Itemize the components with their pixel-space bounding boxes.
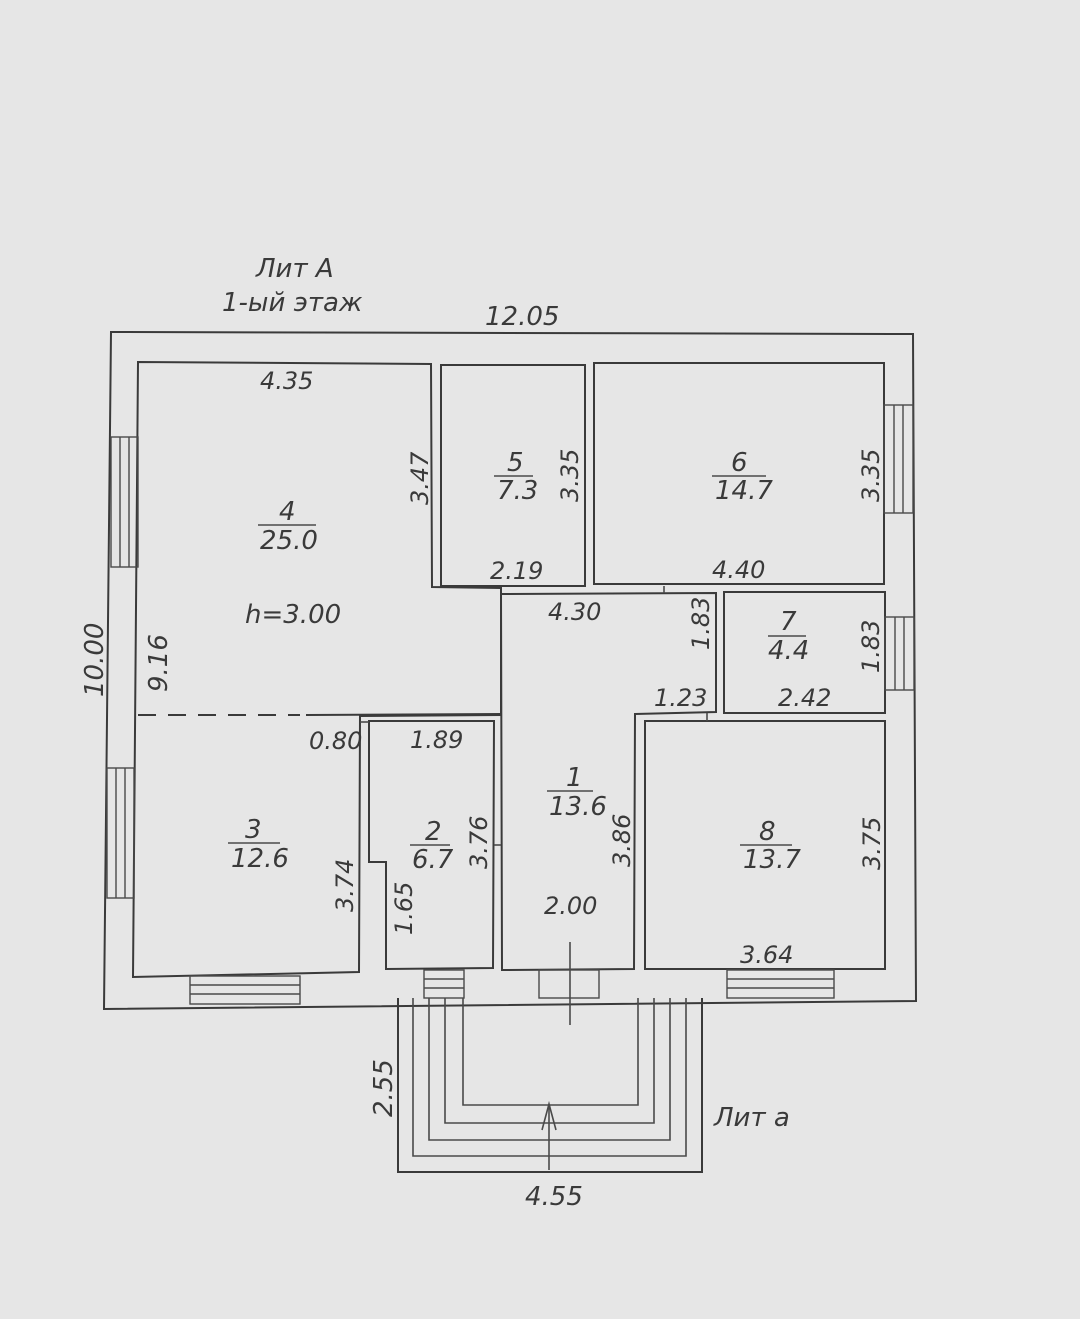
room-7-width: 2.42 bbox=[778, 684, 831, 712]
room-1-width: 2.00 bbox=[544, 892, 597, 920]
porch-width: 4.55 bbox=[525, 1182, 583, 1212]
room-7-area: 4.4 bbox=[768, 636, 809, 666]
porch-steps bbox=[397, 998, 703, 1173]
room-5-area: 7.3 bbox=[497, 476, 538, 506]
inner-height-label: 9.16 bbox=[144, 634, 174, 692]
room-2-outline bbox=[368, 720, 496, 971]
entry-arrow bbox=[541, 1100, 557, 1170]
room-4-3-outline bbox=[131, 360, 502, 979]
room-7-number: 7 bbox=[780, 607, 797, 637]
room-2-niche: 1.65 bbox=[390, 882, 418, 935]
hall-right-height: 1.83 bbox=[687, 597, 715, 650]
room-6-number: 6 bbox=[731, 448, 748, 478]
room-4-number: 4 bbox=[279, 497, 296, 527]
room-6-height: 3.35 bbox=[857, 449, 885, 502]
room-2-height: 3.76 bbox=[465, 816, 493, 869]
room-2-area: 6.7 bbox=[412, 845, 454, 875]
entry-door bbox=[538, 942, 600, 1025]
room-5-width: 2.19 bbox=[490, 557, 543, 585]
room-6-width: 4.40 bbox=[712, 556, 765, 584]
room-3-area: 12.6 bbox=[231, 844, 289, 874]
room-4-height: 3.47 bbox=[406, 451, 434, 505]
room-8-number: 8 bbox=[759, 817, 776, 847]
porch-depth: 2.55 bbox=[369, 1059, 399, 1117]
window-east-1 bbox=[883, 404, 914, 514]
room-1-area: 13.6 bbox=[549, 792, 607, 822]
window-south-2 bbox=[423, 969, 465, 999]
room-3-height: 3.74 bbox=[331, 859, 359, 912]
room-8-height: 3.75 bbox=[858, 817, 886, 870]
window-south-1 bbox=[189, 975, 301, 1005]
room-7-height: 1.83 bbox=[857, 620, 885, 673]
room-7-offset: 1.23 bbox=[654, 684, 707, 712]
overall-height-label: 10.00 bbox=[80, 623, 110, 697]
room-2-number: 2 bbox=[425, 817, 442, 847]
room-3-number: 3 bbox=[245, 815, 262, 845]
room-4-area: 25.0 bbox=[260, 526, 318, 556]
room-5-outline bbox=[440, 364, 586, 587]
window-east-2 bbox=[884, 616, 915, 691]
outer-wall-outline bbox=[102, 330, 918, 1011]
room-3-offset: 0.80 bbox=[309, 727, 362, 755]
window-west-2 bbox=[106, 767, 135, 899]
room-1-number: 1 bbox=[566, 763, 583, 793]
room-1-height: 3.86 bbox=[608, 814, 636, 867]
ceiling-height: h=3.00 bbox=[245, 600, 341, 630]
room-8-area: 13.7 bbox=[743, 845, 801, 875]
title-line-1: Лит А bbox=[255, 254, 334, 284]
room-8-outline bbox=[644, 720, 886, 970]
hall-width: 4.30 bbox=[548, 598, 601, 626]
room-5-number: 5 bbox=[507, 448, 524, 478]
window-west-1 bbox=[110, 436, 139, 568]
room-1-outline bbox=[499, 591, 717, 972]
room-5-height: 3.35 bbox=[556, 449, 584, 502]
room-2-width: 1.89 bbox=[410, 726, 463, 754]
window-south-3 bbox=[726, 969, 835, 999]
annex-label: Лит а bbox=[713, 1103, 790, 1133]
room-8-width: 3.64 bbox=[740, 941, 793, 969]
overall-width-label: 12.05 bbox=[485, 302, 559, 332]
room-4-width: 4.35 bbox=[260, 367, 313, 395]
room-6-area: 14.7 bbox=[715, 476, 773, 506]
title-line-2: 1-ый этаж bbox=[222, 288, 363, 318]
